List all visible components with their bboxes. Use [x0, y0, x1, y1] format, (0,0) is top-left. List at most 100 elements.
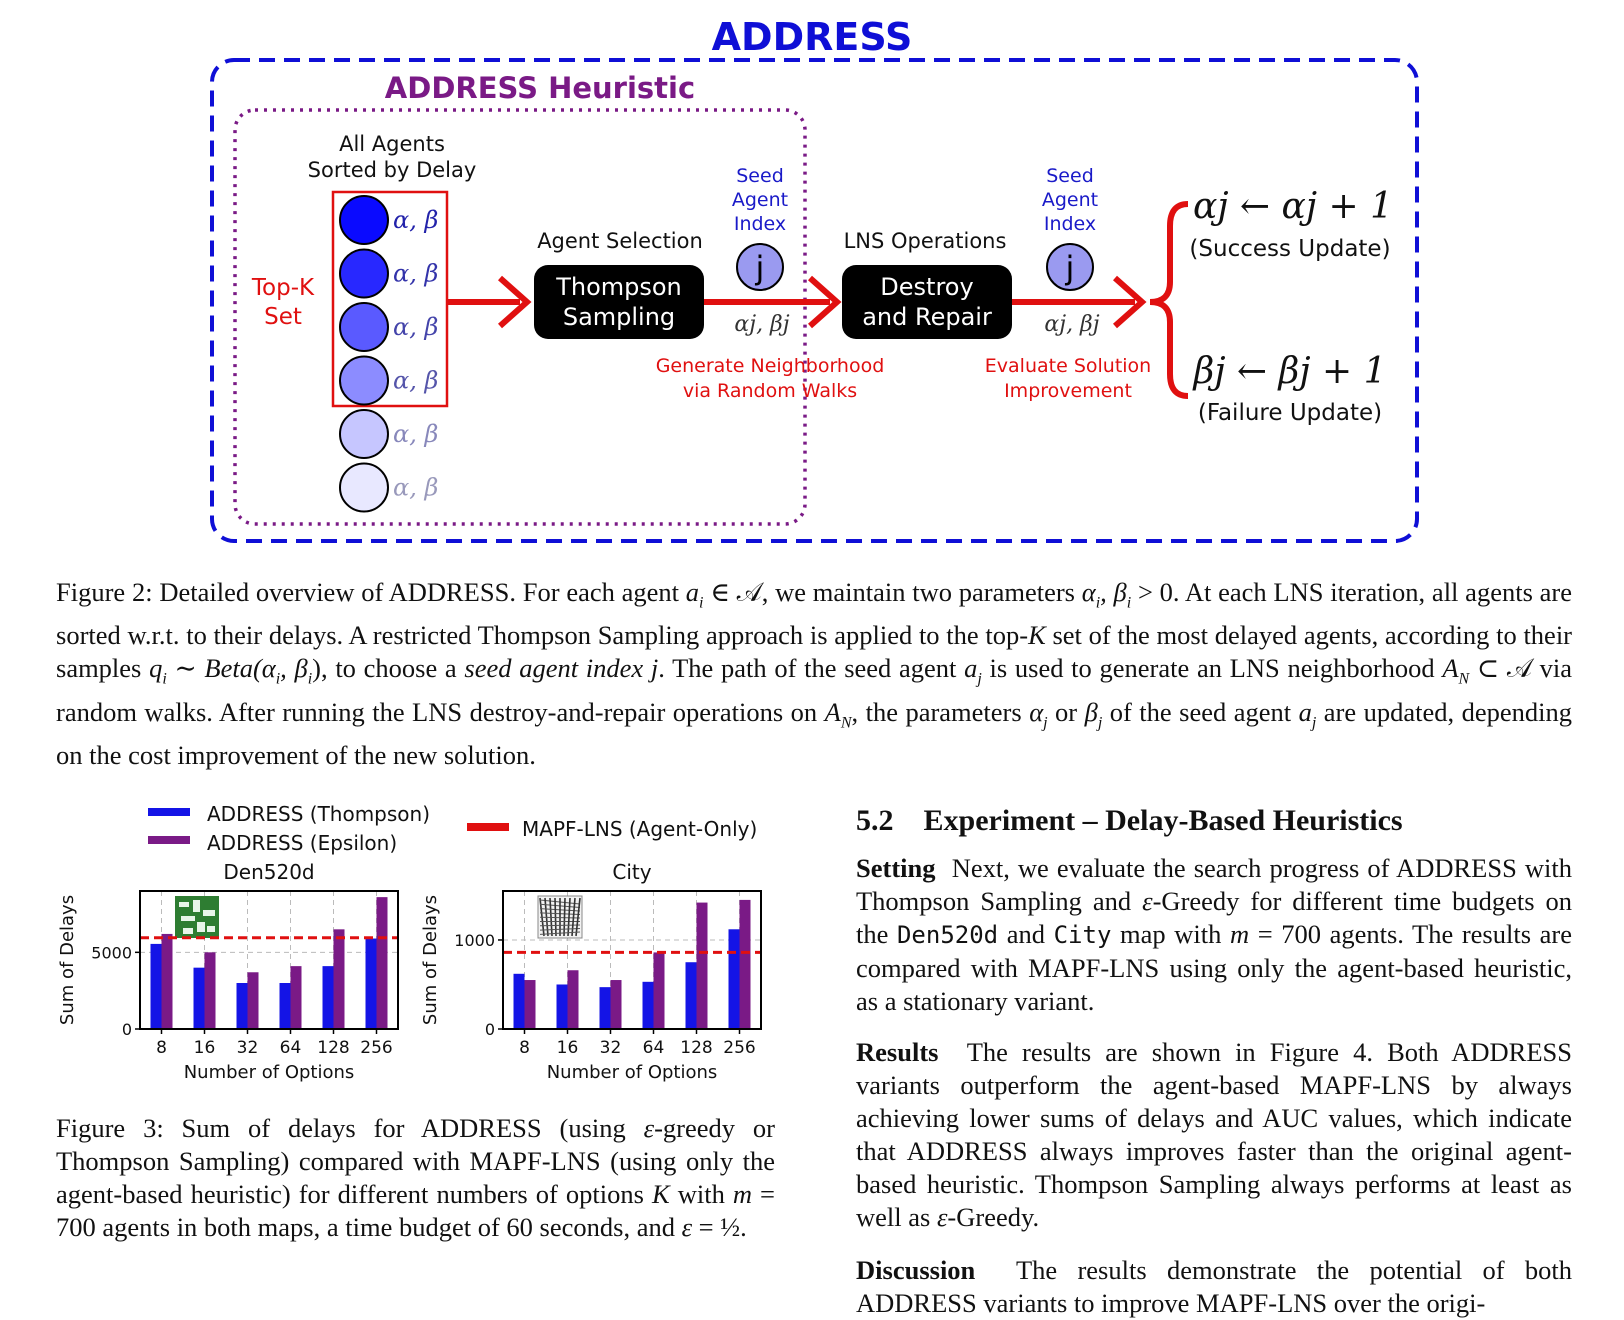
heuristic-title: ADDRESS Heuristic: [385, 71, 695, 105]
caption2-text-9: via random walks. After running the LNS …: [56, 653, 1573, 727]
address-title: ADDRESS: [712, 15, 913, 59]
bar-1-0-1: [556, 984, 568, 1029]
chart-title-1: City: [612, 860, 651, 884]
xtick-label-0-0: 8: [156, 1038, 167, 1058]
bar-0-1-2: [247, 972, 259, 1029]
xtick-label-1-2: 32: [600, 1038, 622, 1058]
bar-1-0-4: [685, 962, 697, 1029]
success-label: (Success Update): [1189, 236, 1390, 262]
results-math-eps: ε: [936, 1202, 948, 1232]
topk-label-line1: Top-K: [251, 275, 315, 301]
caption2-math-aj-2: aj: [1298, 696, 1317, 731]
bar-0-0-5: [365, 938, 377, 1029]
caption2-text-4: set of the most delayed agents, accordin…: [56, 620, 1573, 684]
bar-1-0-2: [599, 987, 611, 1029]
thompson-line2: Sampling: [563, 303, 675, 331]
caption3-text-d: agents in both maps, a time budget of 60…: [95, 1212, 682, 1242]
lns-operations-label: LNS Operations: [844, 229, 1007, 253]
heuristic-box: [233, 108, 807, 526]
agent-circle-4: [339, 355, 389, 406]
caption2-text-11: or: [1047, 696, 1085, 727]
figure-3-charts: ADDRESS (Thompson) ADDRESS (Epsilon) MAP…: [57, 802, 762, 1083]
legend-thompson: ADDRESS (Thompson): [207, 802, 430, 826]
agent-circle-1: [339, 195, 389, 245]
figure-2-diagram: ADDRESS ADDRESS Heuristic All Agents Sor…: [210, 15, 1419, 543]
ytick-label-1-0: 0: [485, 1020, 495, 1039]
plot-frame-0: [139, 890, 399, 1030]
evaluate-line1: Evaluate Solution: [985, 355, 1151, 377]
agent-circle-5: [339, 409, 389, 459]
bar-0-1-5: [376, 897, 388, 1029]
seed2-symbol: j: [1065, 249, 1075, 287]
legend-mapf: MAPF-LNS (Agent-Only): [522, 817, 757, 841]
bar-1-1-5: [739, 899, 751, 1029]
caption2-text-7: . The path of the seed agent: [658, 653, 965, 684]
ytick-label-0-1: 5000: [91, 943, 132, 962]
address-outer-box: [210, 58, 1419, 543]
map-city: City: [1053, 921, 1112, 949]
results-text-a: The results are shown in Figure 4. Both …: [856, 1037, 1573, 1232]
seed1-line1: Seed: [736, 165, 784, 187]
xlabel-1: Number of Options: [547, 1062, 718, 1083]
topk-label-line2: Set: [264, 304, 302, 330]
xtick-label-0-1: 16: [194, 1038, 216, 1058]
caption3-math-eps-2: ε: [681, 1212, 693, 1242]
seed2-circle: [1046, 243, 1094, 291]
caption3-text-a: Figure 3: Sum of delays for ADDRESS (usi…: [56, 1113, 644, 1143]
legend-epsilon: ADDRESS (Epsilon): [207, 831, 397, 855]
agent-circle-2: [339, 248, 389, 299]
caption2-math-aj: aj: [964, 653, 982, 688]
caption3-text-c: with: [669, 1179, 733, 1209]
setting-math-eps: ε: [1142, 886, 1153, 916]
bar-0-0-0: [150, 943, 162, 1029]
caption3-math-half: = ½.: [692, 1212, 747, 1242]
agent-circle-3: [339, 302, 389, 352]
caption2-math-params: αi, βi > 0: [1081, 577, 1173, 612]
xtick-label-1-5: 256: [723, 1038, 755, 1058]
xtick-label-0-5: 256: [360, 1038, 392, 1058]
failure-formula: βj ← βj + 1: [1192, 351, 1387, 392]
caption3-math-m: m: [732, 1179, 753, 1209]
bar-0-0-1: [193, 967, 205, 1029]
bar-1-0-5: [728, 929, 740, 1029]
failure-label: (Failure Update): [1198, 400, 1382, 426]
caption3-math-k: K: [651, 1179, 670, 1209]
xtick-label-0-4: 128: [317, 1038, 349, 1058]
alpha-beta-j-2: αj, βj: [1044, 312, 1099, 337]
arrow-head-3: [1113, 275, 1147, 329]
caption2-text-13: are updated, depending on the cost impro…: [56, 696, 1572, 770]
arrow-head-1: [498, 275, 532, 329]
caption2-math-alphaj: αj: [1029, 696, 1048, 731]
caption3-text-b: -greedy or Thompson Sampling) compared w…: [56, 1113, 775, 1209]
seed2-line2: Agent: [1042, 189, 1098, 211]
caption2-seed-index: seed agent index j: [464, 653, 659, 684]
bar-1-1-0: [524, 980, 536, 1029]
caption2-math-in: ∈ 𝒜,: [703, 577, 769, 607]
discussion-paragraph: Discussion The results demonstrate the p…: [856, 1254, 1572, 1320]
caption2-text-1: Figure 2: Detailed overview of ADDRESS. …: [56, 577, 686, 607]
neighborhood-line2: via Random Walks: [683, 380, 857, 402]
agent-selection-label: Agent Selection: [537, 229, 703, 253]
xtick-label-0-2: 32: [237, 1038, 259, 1058]
destroy-line2: and Repair: [862, 303, 992, 331]
xtick-label-1-1: 16: [557, 1038, 579, 1058]
xtick-label-0-3: 64: [280, 1038, 302, 1058]
bar-0-1-4: [333, 929, 345, 1029]
destroy-line1: Destroy: [880, 273, 973, 301]
agent-param-4: α, β: [393, 367, 438, 395]
map-den520d: Den520d: [896, 921, 999, 949]
caption2-text-2: we maintain two parameters: [768, 577, 1082, 607]
ytick-label-1-1: 1000: [454, 931, 495, 950]
seed1-symbol: j: [755, 249, 765, 287]
caption2-text-8: is used to generate an LNS neighborhood: [981, 653, 1443, 684]
ytick-label-0-0: 0: [122, 1020, 132, 1039]
evaluate-line2: Improvement: [1004, 380, 1132, 402]
bar-1-1-4: [696, 902, 708, 1029]
legend-swatch-mapf: [467, 823, 509, 831]
setting-label: Setting: [856, 853, 936, 883]
agent-param-6: α, β: [393, 474, 438, 502]
bar-0-1-0: [161, 933, 173, 1029]
section-number: 5.2: [856, 804, 894, 837]
sorted-label-line2: Sorted by Delay: [308, 158, 477, 182]
